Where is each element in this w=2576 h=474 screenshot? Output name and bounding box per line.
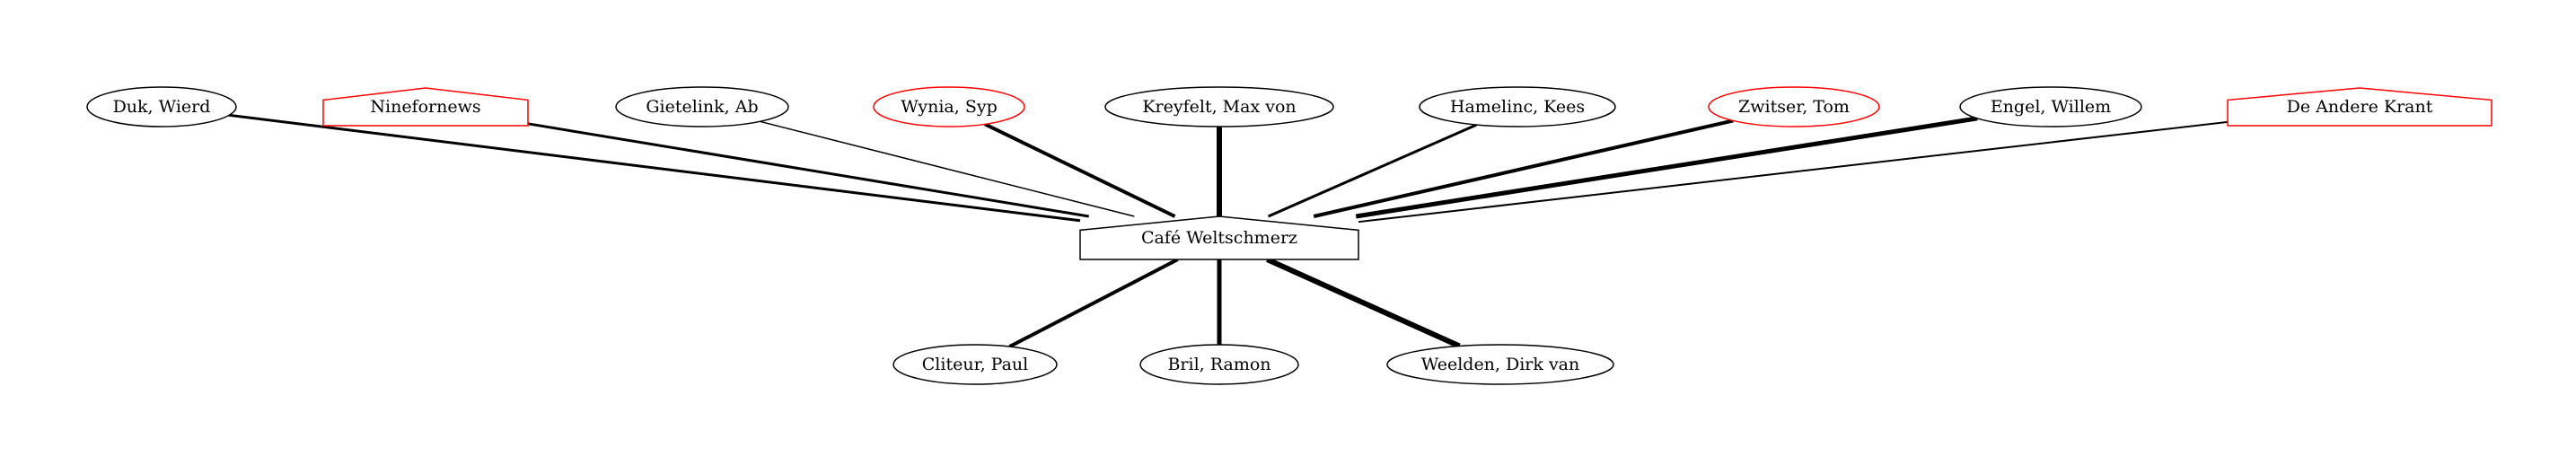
node-nineforneus-label: Ninefornews (370, 97, 480, 117)
node-cliteur-ellipse (892, 344, 1058, 385)
node-engel-label: Engel, Willem (1991, 97, 2111, 117)
node-cafe-house-shape (1079, 215, 1359, 260)
edge-zwitser-cafe (1313, 118, 1734, 218)
edge-gietelink-cafe (760, 120, 1135, 217)
node-hamelinc[interactable]: Hamelinc, Kees (1419, 86, 1616, 127)
node-weelden-label: Weelden, Dirk van (1421, 355, 1580, 374)
node-zwitser-ellipse (1708, 86, 1880, 127)
node-bril-ellipse (1139, 344, 1299, 385)
node-cliteur[interactable]: Cliteur, Paul (892, 344, 1058, 385)
edge-wynia-cafe (984, 122, 1176, 218)
edge-duk-cafe (229, 113, 1081, 223)
node-gietelink[interactable]: Gietelink, Ab (615, 86, 789, 127)
node-engel[interactable]: Engel, Willem (1959, 86, 2142, 127)
node-wynia-ellipse (873, 86, 1025, 127)
node-nineforneus[interactable]: Ninefornews (322, 87, 529, 127)
node-deandere-house-shape (2227, 87, 2492, 127)
node-wynia-label: Wynia, Syp (901, 97, 997, 117)
edge-deandere-cafe (1358, 120, 2229, 224)
node-bril[interactable]: Bril, Ramon (1139, 344, 1299, 385)
node-deandere[interactable]: De Andere Krant (2227, 87, 2492, 127)
node-gietelink-label: Gietelink, Ab (646, 97, 758, 117)
edge-cafe-cliteur (1008, 258, 1179, 348)
edge-nineforneus-cafe (527, 122, 1089, 218)
node-wynia[interactable]: Wynia, Syp (873, 86, 1025, 127)
node-hamelinc-ellipse (1419, 86, 1616, 127)
edge-engel-cafe (1355, 116, 1978, 219)
node-weelden-ellipse (1386, 344, 1614, 385)
node-zwitser-label: Zwitser, Tom (1738, 97, 1850, 117)
node-kreyfelt[interactable]: Kreyfelt, Max von (1104, 86, 1334, 127)
edge-hamelinc-cafe (1267, 123, 1478, 218)
node-duk[interactable]: Duk, Wierd (86, 86, 237, 127)
node-duk-label: Duk, Wierd (113, 97, 211, 117)
edges-layer (229, 113, 2229, 349)
edge-cafe-weelden (1266, 257, 1461, 349)
node-kreyfelt-label: Kreyfelt, Max von (1142, 97, 1296, 117)
node-kreyfelt-ellipse (1104, 86, 1334, 127)
node-cliteur-label: Cliteur, Paul (922, 355, 1028, 374)
nodes-layer: Café Weltschmerz Duk, Wierd Ninefornews Gie… (86, 86, 2492, 385)
node-zwitser[interactable]: Zwitser, Tom (1708, 86, 1880, 127)
node-engel-ellipse (1959, 86, 2142, 127)
node-cafe-label: Café Weltschmerz (1141, 228, 1297, 248)
node-bril-label: Bril, Ramon (1167, 355, 1270, 374)
node-weelden[interactable]: Weelden, Dirk van (1386, 344, 1614, 385)
node-nineforneus-house-shape (322, 87, 529, 127)
node-hamelinc-label: Hamelinc, Kees (1450, 97, 1585, 117)
node-duk-ellipse (86, 86, 237, 127)
node-deandere-label: De Andere Krant (2287, 97, 2433, 117)
node-cafe[interactable]: Café Weltschmerz (1079, 215, 1359, 260)
node-gietelink-ellipse (615, 86, 789, 127)
